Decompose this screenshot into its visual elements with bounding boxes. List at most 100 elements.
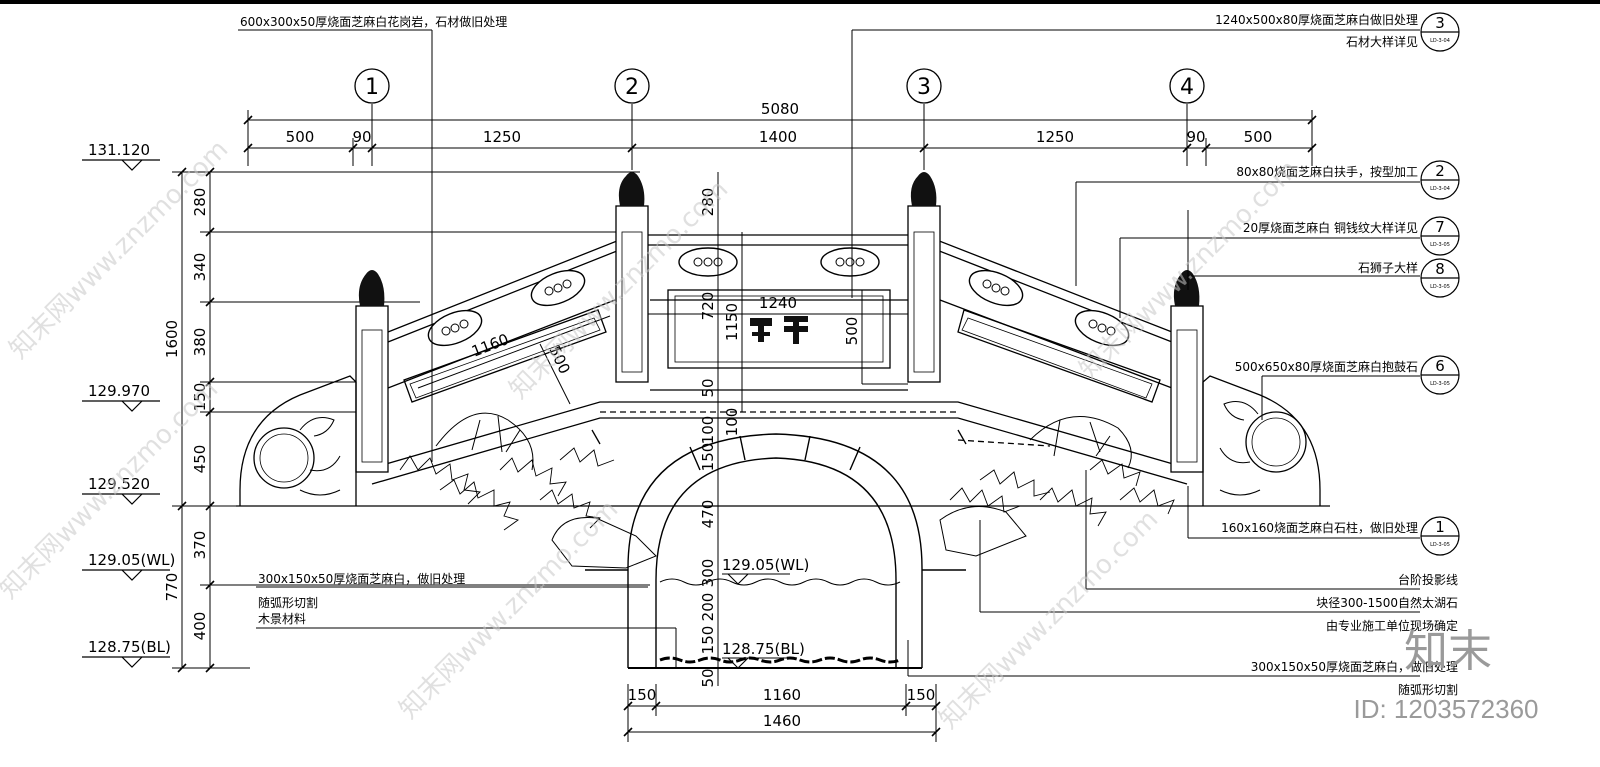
cvdim: 280 — [699, 188, 717, 217]
callout-text: 块径300-1500自然太湖石 — [1316, 595, 1458, 610]
cvdim: 300 — [699, 559, 717, 588]
level-markers — [82, 159, 170, 668]
detail-ref: LD-3-05 — [1430, 284, 1450, 290]
stone-lion-statues — [358, 172, 1200, 306]
vdim: 280 — [191, 188, 209, 217]
water-level-label: 128.75(BL) — [722, 640, 805, 658]
callout-text: 石狮子大样 — [1358, 260, 1418, 275]
watermarks: 知末网www.znzmo.com 知末网www.znzmo.com 知末网www… — [0, 134, 1304, 735]
callout-text: 300x150x50厚烧面芝麻白，做旧处理 — [1251, 659, 1458, 674]
detail-num: 6 — [1435, 357, 1445, 375]
detail-num: 8 — [1435, 260, 1445, 278]
dim-seg: 1250 — [483, 128, 521, 146]
dim-seg: 90 — [1186, 128, 1205, 146]
cvdim: 470 — [699, 500, 717, 529]
detail-num: 7 — [1435, 218, 1445, 236]
detail-ref-bubbles — [1420, 12, 1460, 556]
vdim-total: 1600 — [163, 320, 181, 358]
detail-ref: LD-3-05 — [1430, 381, 1450, 387]
callout-text: 木景材料 — [258, 612, 306, 626]
vdim: 370 — [191, 531, 209, 560]
axis-label: 3 — [917, 75, 931, 100]
dim-overall: 5080 — [761, 100, 799, 118]
cvdim: 150 — [699, 626, 717, 655]
dim-seg: 1250 — [1036, 128, 1074, 146]
axis-label: 2 — [625, 75, 639, 100]
callout-text: 1240x500x80厚烧面芝麻白做旧处理 — [1215, 12, 1418, 27]
bottom-dim: 150 — [907, 686, 936, 704]
level-label: 128.75(BL) — [88, 638, 171, 656]
top-dimension-chain — [243, 104, 1317, 170]
vdim: 340 — [191, 253, 209, 282]
cvdim: 50 — [699, 668, 717, 687]
cvdim: 50 — [699, 378, 717, 397]
watermark: 知末网www.znzmo.com — [934, 504, 1165, 735]
watermark: 知末网www.znzmo.com — [394, 494, 625, 725]
dim-seg: 90 — [352, 128, 371, 146]
detail-ref: LD-3-04 — [1430, 38, 1450, 44]
center-vertical-dims — [717, 172, 908, 686]
axis-bubbles — [354, 68, 1205, 104]
cvdim: 100 — [699, 416, 717, 445]
cvdim: 100 — [723, 408, 741, 437]
detail-num: 1 — [1435, 518, 1445, 536]
callout-text: 台阶投影线 — [1398, 572, 1458, 587]
dim-seg: 1400 — [759, 128, 797, 146]
image-id: ID: 1203572360 — [1353, 694, 1538, 724]
callout-text: 由专业施工单位现场确定 — [1326, 618, 1458, 633]
cvdim: 200 — [699, 593, 717, 622]
detail-ref: LD-3-05 — [1430, 542, 1450, 548]
brand-logo: 知末 — [1404, 626, 1492, 677]
callout-text: 500x650x80厚烧面芝麻白抱鼓石 — [1235, 359, 1418, 374]
detail-ref: LD-3-04 — [1430, 186, 1450, 192]
cvdim: 500 — [843, 317, 861, 346]
cvdim: 720 — [699, 292, 717, 321]
vdim: 450 — [191, 445, 209, 474]
drum-stones — [239, 375, 1321, 506]
axis-label: 1 — [365, 75, 379, 100]
callout-text: 300x150x50厚烧面芝麻白，做旧处理 — [258, 571, 465, 586]
bottom-dims — [623, 684, 941, 742]
vdim: 380 — [191, 328, 209, 357]
bottom-dim: 150 — [628, 686, 657, 704]
axis-label: 4 — [1180, 75, 1194, 100]
inner-dim: 1160 — [469, 330, 511, 360]
dim-seg: 500 — [286, 128, 315, 146]
detail-num: 2 — [1435, 162, 1445, 180]
level-label: 131.120 — [88, 141, 150, 159]
callout-text: 随弧形切割 — [258, 595, 318, 610]
calligraphy-inscription — [750, 316, 808, 344]
callout-text: 20厚烧面芝麻白 铜钱纹大样详见 — [1243, 220, 1418, 235]
water-level-label: 129.05(WL) — [722, 556, 809, 574]
detail-num: 3 — [1435, 14, 1445, 32]
dim-seg: 500 — [1244, 128, 1273, 146]
water-level-markers — [722, 573, 790, 669]
vdim-total: 770 — [163, 573, 181, 602]
foliage-clusters — [399, 447, 1175, 531]
callout-sub: 石材大样详见 — [1346, 34, 1418, 49]
bottom-dim: 1160 — [763, 686, 801, 704]
vdim: 400 — [191, 612, 209, 641]
callout-text: 随弧形切割 — [1398, 682, 1458, 697]
coin-pattern-fill — [441, 257, 1116, 336]
bottom-dim: 1460 — [763, 712, 801, 730]
detail-ref: LD-3-05 — [1430, 242, 1450, 248]
callout-text: 80x80烧面芝麻白扶手，按型加工 — [1236, 164, 1418, 179]
right-callout-leaders — [851, 29, 1420, 677]
level-label: 129.970 — [88, 382, 150, 400]
inner-dim: 1240 — [759, 294, 797, 312]
left-callout-leaders — [238, 29, 677, 668]
vdim: 150 — [191, 383, 209, 412]
level-label: 129.520 — [88, 475, 150, 493]
arch-and-channel — [585, 433, 966, 669]
bridge-body — [371, 234, 1188, 485]
level-label: 129.05(WL) — [88, 551, 175, 569]
callout-text: 600x300x50厚烧面芝麻白花岗岩，石材做旧处理 — [240, 14, 507, 29]
top-border — [0, 0, 1600, 4]
coin-pattern-ovals — [427, 247, 1130, 347]
cvdim: 1150 — [723, 303, 741, 341]
inner-dims — [417, 313, 908, 405]
left-vertical-dims — [172, 167, 650, 673]
